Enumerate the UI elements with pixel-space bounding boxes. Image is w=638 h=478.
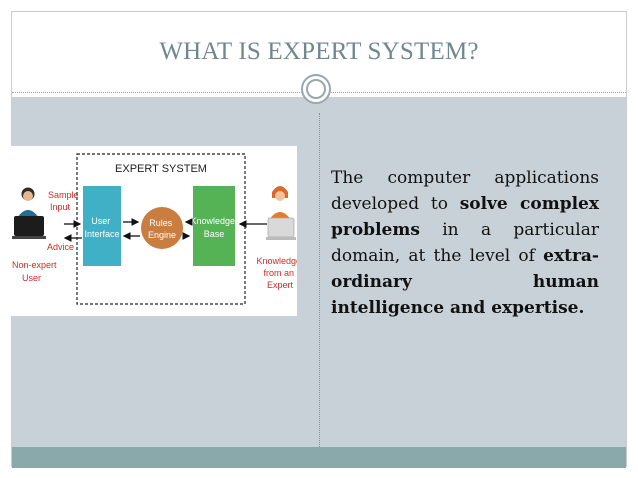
non-expert-user-icon bbox=[12, 187, 46, 239]
slide-title: WHAT IS EXPERT SYSTEM? bbox=[159, 38, 479, 65]
diagram-title: EXPERT SYSTEM bbox=[115, 163, 207, 175]
advice-label: Advice bbox=[47, 242, 74, 252]
description-text: The computer applications developed to s… bbox=[331, 165, 599, 321]
user-interface-label: User Interface bbox=[84, 216, 119, 239]
description-part: The computer applications developed to bbox=[331, 168, 599, 214]
description-emphasis: solve complex problems bbox=[331, 194, 599, 240]
rules-engine-circle bbox=[141, 207, 183, 249]
ring-ornament-icon bbox=[301, 74, 331, 104]
sample-input-label: Sample Input bbox=[48, 190, 81, 212]
knowledge-base-box bbox=[193, 186, 235, 266]
expert-knowledge-label: Knowledge from an Expert bbox=[256, 256, 297, 290]
non-expert-user-label: Non-expert User bbox=[12, 260, 59, 283]
diagram-svg: EXPERT SYSTEM User Interface Rules Engin… bbox=[12, 153, 301, 305]
expert-system-diagram: EXPERT SYSTEM User Interface Rules Engin… bbox=[10, 146, 301, 316]
expert-icon bbox=[266, 186, 296, 240]
expert-system-boundary bbox=[76, 153, 246, 305]
description-part: in a particular domain, at the level of bbox=[331, 220, 599, 266]
rules-engine-label: Rules Engine bbox=[148, 218, 176, 240]
user-interface-box bbox=[83, 186, 121, 266]
description-emphasis: extra-ordinary human intelligence and ex… bbox=[331, 246, 599, 318]
knowledge-base-label: Knowledge Base bbox=[190, 216, 237, 239]
column-divider bbox=[319, 113, 320, 447]
footer-bar bbox=[12, 447, 626, 468]
